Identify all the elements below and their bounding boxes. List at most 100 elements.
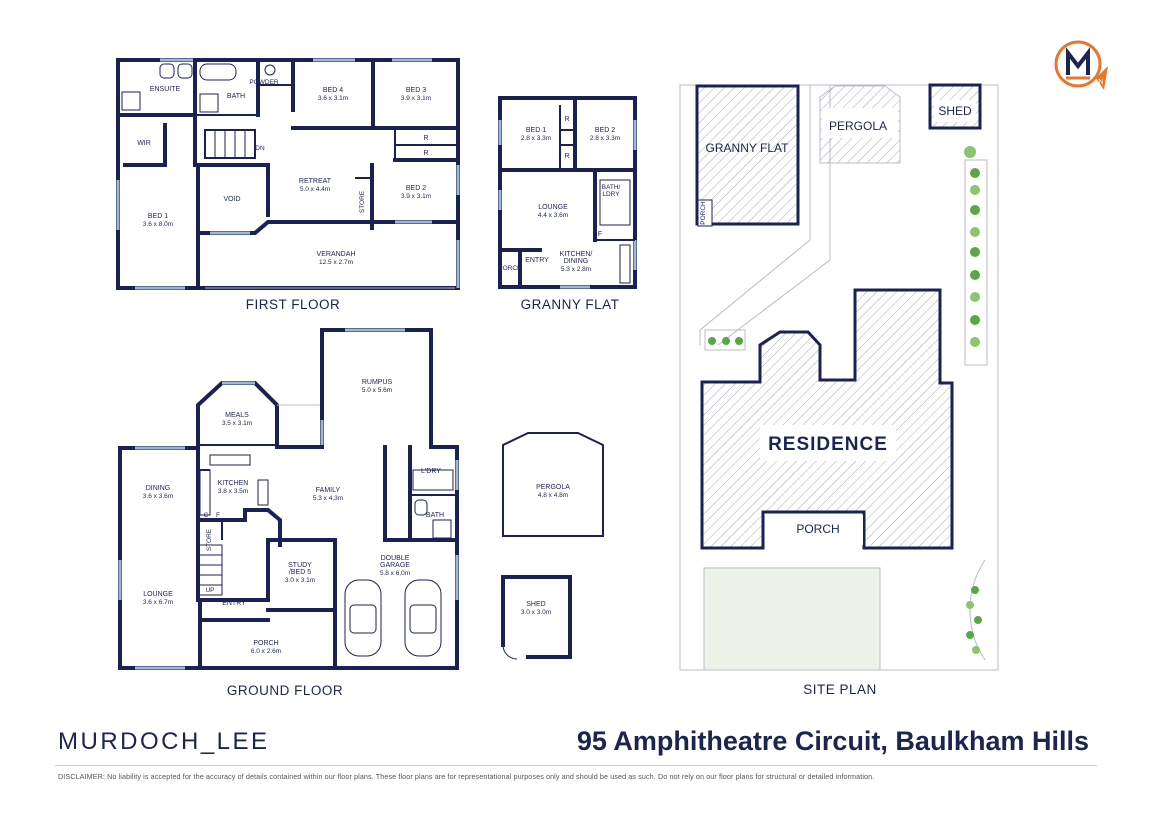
footer-divider bbox=[55, 765, 1097, 766]
granny-flat-plan bbox=[498, 96, 637, 289]
site-porch-small-label: PORCH bbox=[700, 201, 707, 225]
ff-bed4-dim: 3.6 x 3.1m bbox=[318, 95, 348, 102]
g-family-label: FAMILY bbox=[316, 487, 341, 494]
gf-lounge-label: LOUNGE bbox=[538, 204, 568, 211]
compass-logo-icon: N bbox=[1052, 38, 1108, 94]
plant-icon bbox=[970, 315, 980, 325]
property-address: 95 Amphitheatre Circuit, Baulkham Hills bbox=[576, 726, 1089, 756]
g-porch-label: PORCH bbox=[253, 640, 278, 647]
site-residence-label: RESIDENCE bbox=[768, 434, 888, 455]
ff-bath-label: BATH bbox=[227, 93, 245, 100]
gf-fridge-label: F bbox=[598, 231, 602, 238]
g-store-label: STORE bbox=[206, 528, 213, 551]
g-lounge-label: LOUNGE bbox=[143, 591, 173, 598]
ff-retreat-dim: 5.0 x 4.4m bbox=[300, 186, 330, 193]
g-ldry-label: L'DRY bbox=[421, 468, 441, 475]
plant-icon bbox=[708, 337, 716, 345]
g-garage-label: DOUBLE bbox=[381, 555, 410, 562]
g-study-label: STUDY bbox=[288, 562, 312, 569]
site-plan bbox=[679, 83, 999, 671]
g-garage-dim: 5.8 x 6.0m bbox=[380, 570, 410, 577]
site-porch-label: PORCH bbox=[796, 522, 839, 536]
g-meals-label: MEALS bbox=[225, 412, 249, 419]
shed-label: SHED bbox=[526, 601, 545, 608]
ff-retreat-label: RETREAT bbox=[299, 178, 332, 185]
first-floor-plan bbox=[116, 58, 460, 290]
disclaimer-text: DISCLAIMER: No liability is accepted for… bbox=[58, 772, 875, 781]
gf-bed2-label: BED 2 bbox=[595, 127, 615, 134]
gf-lounge-dim: 4.4 x 3.6m bbox=[538, 212, 568, 219]
plant-icon bbox=[970, 247, 980, 257]
g-meals-dim: 3.5 x 3.1m bbox=[222, 420, 252, 427]
plant-icon bbox=[972, 646, 980, 654]
g-kitchen-dim: 3.8 x 3.5m bbox=[218, 488, 248, 495]
plant-icon bbox=[970, 205, 980, 215]
plant-icon bbox=[970, 270, 980, 280]
g-dining-dim: 3.6 x 3.6m bbox=[143, 493, 173, 500]
gf-robe-label-2: R bbox=[564, 153, 569, 160]
ff-bed1-dim: 3.6 x 8.0m bbox=[143, 221, 173, 228]
site-plan-title: SITE PLAN bbox=[803, 682, 877, 697]
pergola-dim: 4.8 x 4.8m bbox=[538, 492, 568, 499]
plant-icon bbox=[722, 337, 730, 345]
plant-icon bbox=[970, 227, 980, 237]
site-pergola-label: PERGOLA bbox=[829, 119, 887, 133]
ground-floor-title: GROUND FLOOR bbox=[226, 683, 344, 698]
gf-bed2-dim: 2.8 x 3.3m bbox=[590, 135, 620, 142]
ff-dn-label: DN bbox=[255, 145, 265, 152]
ff-bed2-dim: 3.9 x 3.1m bbox=[401, 193, 431, 200]
ff-wir-label: WIR bbox=[137, 140, 151, 147]
plant-icon bbox=[735, 337, 743, 345]
plant-icon bbox=[974, 616, 982, 624]
ff-bed3-dim: 3.9 x 3.1m bbox=[401, 95, 431, 102]
gf-entry-label: ENTRY bbox=[525, 257, 549, 264]
plant-icon bbox=[966, 601, 974, 609]
g-entry-label: ENTRY bbox=[222, 600, 246, 607]
shed-dim: 3.0 x 3.0m bbox=[521, 609, 551, 616]
ff-powder-label: POWDER bbox=[249, 79, 279, 86]
pergola-label: PERGOLA bbox=[536, 484, 570, 491]
plant-icon bbox=[970, 292, 980, 302]
ground-floor-plan bbox=[118, 328, 459, 670]
gf-porch-label: PORCH bbox=[498, 265, 522, 272]
ff-robe-label: R bbox=[423, 135, 428, 142]
ff-bed1-label: BED 1 bbox=[148, 213, 168, 220]
gf-kitchen-dim: 5.3 x 2.8m bbox=[561, 266, 591, 273]
site-shed-label: SHED bbox=[938, 104, 972, 118]
first-floor-title: FIRST FLOOR bbox=[245, 297, 341, 312]
g-porch-dim: 6.0 x 2.6m bbox=[251, 648, 281, 655]
plant-icon bbox=[970, 337, 980, 347]
ff-robe-label-2: R bbox=[423, 150, 428, 157]
plant-icon bbox=[970, 168, 980, 178]
ff-bed2-label: BED 2 bbox=[406, 185, 426, 192]
svg-text:N: N bbox=[1098, 79, 1103, 86]
g-rumpus-dim: 5.0 x 5.6m bbox=[362, 387, 392, 394]
ff-ensuite-label: ENSUITE bbox=[150, 86, 181, 93]
brand-logo: MURDOCH_LEE bbox=[58, 728, 270, 755]
ff-verandah-dim: 12.5 x 2.7m bbox=[319, 259, 353, 266]
shed-plan bbox=[501, 575, 572, 660]
site-granny-flat-label: GRANNY FLAT bbox=[706, 141, 790, 155]
g-family-dim: 5.3 x 4.3m bbox=[313, 495, 343, 502]
granny-flat-title: GRANNY FLAT bbox=[520, 297, 620, 312]
g-study-dim: 3.0 x 3.1m bbox=[285, 577, 315, 584]
g-bed5-label: /BED 5 bbox=[289, 569, 311, 576]
gf-bath-label: BATH/ bbox=[602, 184, 621, 191]
ff-bed4-label: BED 4 bbox=[323, 87, 343, 94]
g-garage-label-2: GARAGE bbox=[380, 562, 410, 569]
gf-robe-label: R bbox=[564, 116, 569, 123]
g-dining-label: DINING bbox=[146, 485, 171, 492]
ff-bed3-label: BED 3 bbox=[406, 87, 426, 94]
g-lounge-dim: 3.6 x 6.7m bbox=[143, 599, 173, 606]
gf-kitchen-label: KITCHEN/ bbox=[560, 251, 593, 258]
g-c-label: C bbox=[204, 512, 209, 519]
ff-verandah-label: VERANDAH bbox=[317, 251, 356, 258]
gf-bed1-dim: 2.8 x 3.3m bbox=[521, 135, 551, 142]
tree-icon bbox=[964, 146, 976, 158]
g-bath-label: BATH bbox=[426, 512, 444, 519]
gf-dining-label: DINING bbox=[564, 258, 589, 265]
ff-void-label: VOID bbox=[223, 196, 240, 203]
plant-icon bbox=[970, 185, 980, 195]
pergola-plan bbox=[502, 432, 604, 537]
